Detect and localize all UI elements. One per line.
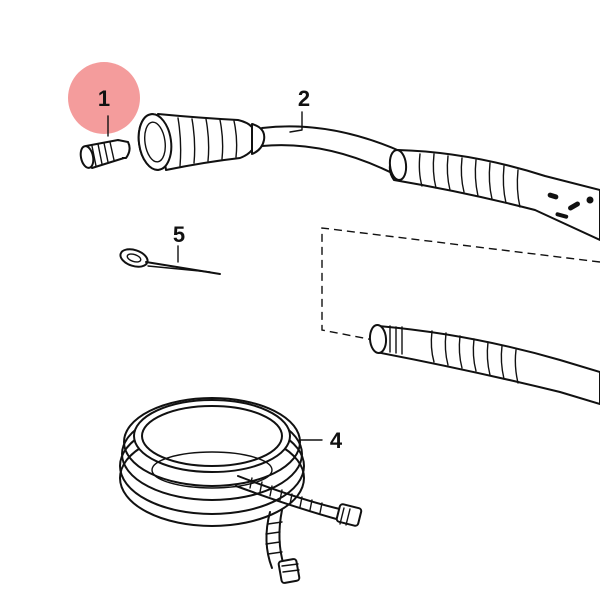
cleaning-pin-part[interactable] xyxy=(118,246,221,275)
leader-line-2 xyxy=(289,111,303,133)
callout-1-highlight[interactable] xyxy=(68,62,140,134)
callout-2-label[interactable]: 2 xyxy=(298,86,310,111)
callout-1-label[interactable]: 1 xyxy=(98,86,110,111)
callout-5-label[interactable]: 5 xyxy=(173,222,185,247)
coiled-hose-part[interactable] xyxy=(119,397,363,584)
callout-4-label[interactable]: 4 xyxy=(330,428,343,453)
extension-wand[interactable] xyxy=(368,324,600,405)
nozzle-tip-part[interactable] xyxy=(79,139,131,169)
spray-lance-part[interactable] xyxy=(135,112,600,241)
